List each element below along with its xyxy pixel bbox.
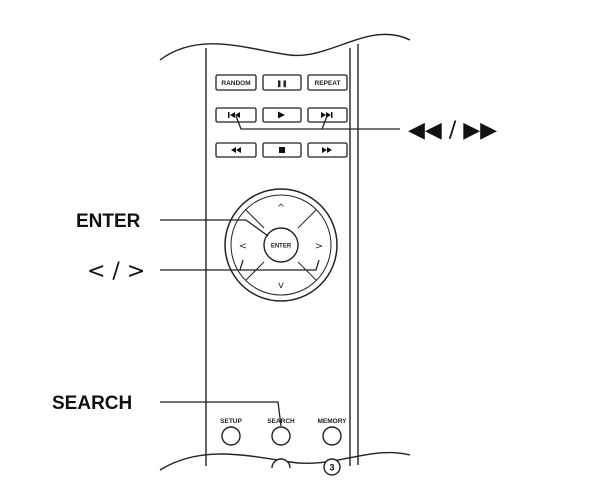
search-button[interactable] [271, 426, 291, 446]
callout-lines [160, 115, 400, 427]
memory-label: MEMORY [317, 418, 347, 425]
setup-button[interactable] [221, 426, 241, 446]
setup-label: SETUP [220, 418, 242, 425]
remote-body [159, 33, 411, 471]
number-3-label: 3 [329, 463, 334, 473]
dpad-down-button[interactable]: v [278, 280, 284, 291]
search-callout-label: SEARCH [52, 393, 132, 414]
search-label: SEARCH [267, 418, 295, 425]
rewind-icon [231, 147, 241, 153]
skip-callout-label: ◀◀ / ▶▶ [408, 118, 497, 143]
memory-button[interactable] [322, 426, 342, 446]
number-3-button[interactable] [323, 458, 341, 476]
dpad-up-button[interactable]: ^ [277, 203, 285, 214]
button-row-3 [215, 142, 348, 158]
enter-callout-label: ENTER [76, 211, 141, 232]
button-row-1: RANDOM ❚❚ REPEAT [215, 74, 348, 91]
fast-forward-icon [322, 147, 332, 153]
pause-button[interactable] [262, 74, 302, 91]
bottom-button-row: SETUP SEARCH MEMORY 3 [220, 418, 347, 476]
random-label: RANDOM [221, 80, 250, 87]
enter-label: ENTER [271, 244, 292, 250]
pause-icon: ❚❚ [277, 80, 288, 88]
hidden-button [271, 458, 291, 469]
stop-icon [279, 147, 285, 153]
skip-back-icon [228, 112, 240, 118]
random-button[interactable] [215, 74, 257, 91]
button-row-2 [215, 107, 348, 123]
enter-button[interactable] [263, 227, 299, 263]
dpad-right-button[interactable]: > [315, 241, 323, 252]
left-right-callout-label: < / > [87, 259, 145, 284]
play-icon [278, 111, 285, 119]
dpad: ^ v < > ENTER [224, 188, 338, 302]
dpad-left-button[interactable]: < [239, 241, 247, 252]
repeat-label: REPEAT [315, 80, 341, 87]
repeat-button[interactable] [307, 74, 348, 91]
